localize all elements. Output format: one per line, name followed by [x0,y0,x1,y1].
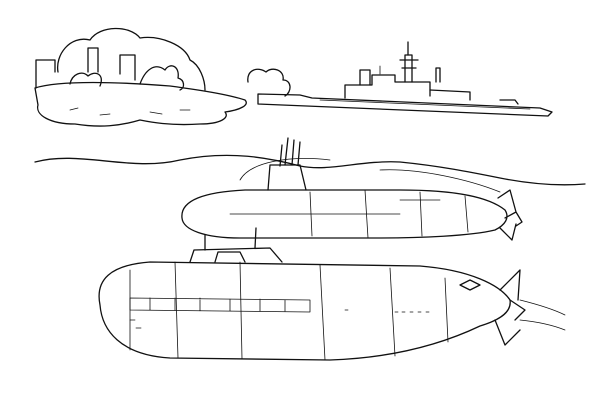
submarine-upper [181,137,523,241]
sea-surface [34,154,586,193]
submarine-lower [98,227,566,361]
city-skyline [35,27,206,91]
island [34,81,247,127]
warship [247,41,553,117]
